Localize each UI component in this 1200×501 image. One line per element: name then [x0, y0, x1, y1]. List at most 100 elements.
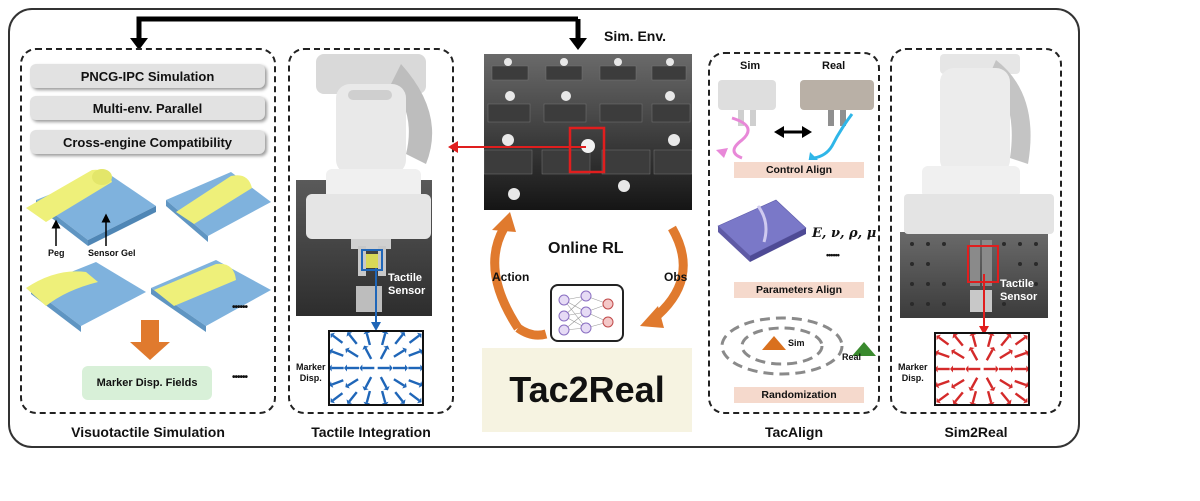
displacement-arrow — [365, 333, 372, 346]
displacement-arrowhead — [935, 349, 940, 357]
displacement-arrow — [971, 390, 978, 404]
displacement-arrowhead — [1006, 334, 1012, 339]
displacement-arrow — [331, 350, 344, 357]
parameters-gel-illustration — [717, 199, 807, 262]
displacement-arrowhead — [987, 401, 995, 406]
ellipsis-bottom: •••••• — [232, 372, 248, 383]
displacement-arrowhead — [1011, 365, 1014, 373]
displacement-arrowhead — [389, 364, 393, 372]
robot-arm-illustration — [306, 54, 433, 312]
displacement-arrowhead — [383, 345, 390, 350]
control-align-illustration — [716, 80, 874, 160]
displacement-arrowhead — [1008, 348, 1013, 355]
displacement-arrow — [364, 347, 373, 360]
displacement-arrow — [394, 391, 404, 403]
displacement-arrow — [408, 379, 421, 386]
displacement-arrowhead — [346, 332, 352, 337]
action-label: Action — [492, 270, 530, 284]
displacement-arrowhead — [402, 382, 407, 389]
displacement-arrowhead — [345, 347, 350, 354]
sim-to-tactile-arrow — [448, 141, 586, 153]
displacement-arrowhead — [936, 397, 941, 404]
displacement-arrow — [393, 349, 405, 358]
displacement-arrow — [380, 333, 387, 346]
displacement-arrowhead — [359, 364, 363, 372]
displacement-arrow — [986, 390, 993, 404]
displacement-arrow — [970, 377, 979, 389]
parameters-formula: E, ν, ρ, μ — [812, 226, 877, 241]
displacement-arrowhead — [418, 381, 423, 388]
sim-env-label: Sim. Env. — [604, 28, 666, 44]
visuotactile-panel — [20, 48, 276, 414]
caption-tactile-integration: Tactile Integration — [311, 424, 431, 440]
displacement-arrow — [347, 378, 359, 387]
sim2real-panel — [890, 48, 1062, 414]
displacement-arrowhead — [968, 347, 975, 352]
displacement-arrowhead — [346, 399, 352, 404]
parameters-align-tag: Parameters Align — [734, 282, 864, 298]
displacement-arrowhead — [329, 381, 334, 388]
displacement-arrow — [954, 335, 964, 347]
displacement-arrowhead — [330, 397, 335, 404]
displacement-arrow — [347, 349, 359, 358]
randomization-sim-label: Sim — [788, 338, 805, 348]
tactile-integration-panel — [288, 48, 454, 414]
control-align-tag: Control Align — [734, 162, 864, 178]
randomization-real-label: Real — [842, 352, 862, 362]
displacement-arrowhead — [345, 382, 350, 389]
randomization-illustration — [720, 316, 876, 376]
displacement-arrowhead — [934, 365, 938, 373]
blue-arrow-grid — [328, 330, 424, 406]
displacement-arrow — [986, 334, 993, 348]
displacement-arrow — [408, 334, 420, 344]
feature-cross-engine: Cross-engine Compatibility — [30, 130, 265, 154]
displacement-arrow — [999, 350, 1011, 360]
displacement-arrowhead — [965, 365, 969, 373]
obs-arc — [649, 225, 688, 324]
displacement-arrowhead — [952, 399, 958, 404]
displacement-arrowhead — [1024, 381, 1029, 389]
displacement-arrowhead — [330, 332, 335, 339]
displacement-arrowhead — [362, 345, 369, 350]
displacement-arrowhead — [328, 364, 332, 372]
tacalign-sim-label: Sim — [740, 60, 761, 72]
obs-label: Obs — [664, 270, 688, 284]
displacement-arrowhead — [418, 348, 423, 355]
tactile-sensor-label-left: Tactile Sensor — [388, 272, 426, 297]
feature-pncg: PNCG-IPC Simulation — [30, 64, 265, 88]
displacement-arrow — [953, 350, 965, 360]
displacement-arrowhead — [935, 381, 940, 389]
displacement-arrow — [408, 392, 420, 402]
displacement-arrow — [332, 334, 344, 344]
marker-field-red — [934, 332, 1030, 406]
displacement-arrowhead — [420, 364, 424, 372]
red-arrow-grid — [934, 332, 1030, 406]
down-arrow-head — [130, 342, 170, 360]
displacement-arrow — [954, 391, 964, 403]
randomization-tag: Randomization — [734, 387, 864, 403]
neural-network-icon — [558, 290, 614, 336]
displacement-arrow — [332, 392, 344, 402]
displacement-arrow — [938, 392, 950, 402]
feature-multi-env: Multi-env. Parallel — [30, 96, 265, 120]
displacement-arrowhead — [381, 330, 389, 335]
label-sensor-gel: Sensor Gel — [88, 248, 136, 258]
top-arrow-head-left — [130, 38, 148, 50]
sim-triangle — [762, 336, 786, 350]
displacement-arrowhead — [950, 365, 953, 373]
displacement-arrowhead — [989, 386, 996, 391]
displacement-arrowhead — [383, 386, 390, 391]
displacement-arrow — [1014, 351, 1027, 359]
caption-sim2real: Sim2Real — [944, 424, 1008, 440]
displacement-arrowhead — [402, 347, 407, 354]
displacement-arrowhead — [405, 364, 408, 372]
displacement-arrow — [379, 376, 388, 389]
displacement-arrow — [379, 347, 388, 360]
tacalign-real-label: Real — [822, 60, 846, 72]
displacement-arrowhead — [951, 383, 956, 390]
displacement-arrow — [408, 350, 421, 357]
displacement-arrow — [970, 349, 979, 361]
top-arrow-head-right — [569, 38, 587, 50]
displacement-arrow — [1014, 336, 1026, 346]
displacement-arrowhead — [968, 386, 975, 391]
